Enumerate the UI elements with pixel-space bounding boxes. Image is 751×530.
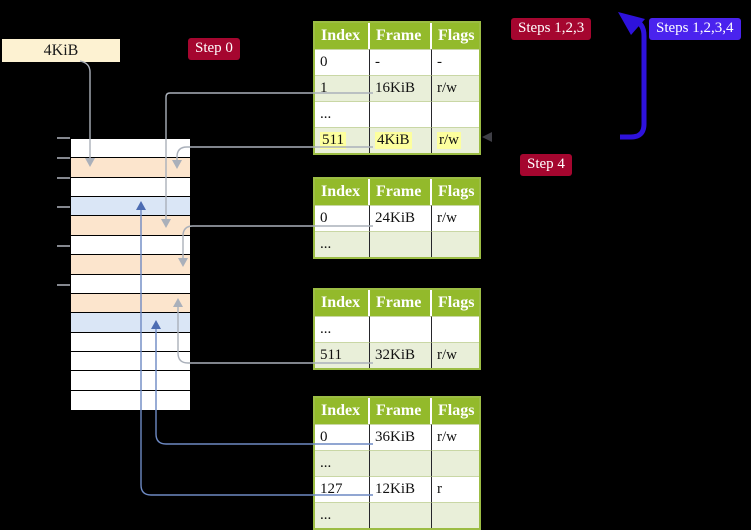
badge-step-4: Step 4	[520, 154, 572, 176]
table-cell: 16KiB	[370, 75, 432, 101]
memory-frame-pagetable	[71, 216, 190, 236]
highlighted-value: 511	[320, 132, 346, 149]
memory-frame-mapped	[71, 197, 190, 217]
table-cell: r/w	[432, 205, 479, 231]
table-cell: r/w	[432, 424, 479, 450]
table-cell	[432, 316, 479, 342]
memory-tick	[57, 157, 70, 159]
highlighted-value: r/w	[437, 132, 461, 149]
table-header-frame: Frame	[370, 290, 432, 316]
table-header-flags: Flags	[432, 398, 479, 424]
table-cell: 36KiB	[370, 424, 432, 450]
table-cell: 4KiB	[370, 127, 432, 153]
arrowhead-upleft-icon	[618, 12, 645, 35]
table-cell	[370, 101, 432, 127]
table-cell	[432, 502, 479, 528]
table-cell: 0	[315, 424, 370, 450]
memory-frame-free	[71, 371, 190, 391]
table-cell: 1	[315, 75, 370, 101]
table-cell: 511	[315, 342, 370, 368]
memory-tick	[57, 284, 70, 286]
badge-steps-1234: Steps 1,2,3,4	[649, 18, 741, 40]
badge-steps-123: Steps 1,2,3	[511, 18, 592, 40]
table-cell: 0	[315, 49, 370, 75]
memory-frame-pagetable	[71, 158, 190, 178]
memory-frame-free	[71, 139, 190, 159]
table-header-index: Index	[315, 398, 370, 424]
table-cell	[370, 450, 432, 476]
table-cell: 12KiB	[370, 476, 432, 502]
table-header-frame: Frame	[370, 179, 432, 205]
memory-frame-free	[71, 235, 190, 256]
memory-frame-pagetable	[71, 293, 190, 314]
table-cell	[432, 231, 479, 257]
badge-step-0: Step 0	[188, 38, 240, 60]
table-cell: r	[432, 476, 479, 502]
table-header-index: Index	[315, 23, 370, 49]
table-cell	[432, 101, 479, 127]
physical-memory-column	[70, 138, 191, 411]
table-cell: -	[432, 49, 479, 75]
table-cell: r/w	[432, 75, 479, 101]
table-cell	[432, 450, 479, 476]
memory-frame-free	[71, 177, 190, 198]
table-cell: ...	[315, 316, 370, 342]
frame-size-label: 4KiB	[2, 39, 120, 62]
table-cell: 0	[315, 205, 370, 231]
table-header-flags: Flags	[432, 23, 479, 49]
table-cell: ...	[315, 450, 370, 476]
table-cell	[370, 231, 432, 257]
table-cell: r/w	[432, 127, 479, 153]
table-cell: ...	[315, 231, 370, 257]
table-cell: 32KiB	[370, 342, 432, 368]
table-header-frame: Frame	[370, 23, 432, 49]
table-header-flags: Flags	[432, 179, 479, 205]
table-cell: ...	[315, 502, 370, 528]
memory-frame-pagetable	[71, 255, 190, 275]
table-cell: ...	[315, 101, 370, 127]
memory-tick	[57, 206, 70, 208]
memory-frame-free	[71, 390, 190, 410]
steps-loop-arrow	[620, 18, 647, 140]
memory-frame-free	[71, 274, 190, 294]
memory-tick	[57, 177, 70, 179]
table-header-flags: Flags	[432, 290, 479, 316]
table-cell: r/w	[432, 342, 479, 368]
memory-frame-free	[71, 351, 190, 372]
table-cell: 127	[315, 476, 370, 502]
table-header-frame: Frame	[370, 398, 432, 424]
table-cell: 24KiB	[370, 205, 432, 231]
memory-frame-free	[71, 332, 190, 352]
memory-tick	[57, 137, 70, 139]
table-cell: -	[370, 49, 432, 75]
highlighted-value: 4KiB	[375, 132, 412, 149]
table-header-index: Index	[315, 290, 370, 316]
table-cell: 511	[315, 127, 370, 153]
memory-frame-mapped	[71, 313, 190, 333]
arrowhead-left-icon	[482, 132, 492, 142]
table-cell	[370, 502, 432, 528]
memory-tick	[57, 245, 70, 247]
table-cell	[370, 316, 432, 342]
table-header-index: Index	[315, 179, 370, 205]
